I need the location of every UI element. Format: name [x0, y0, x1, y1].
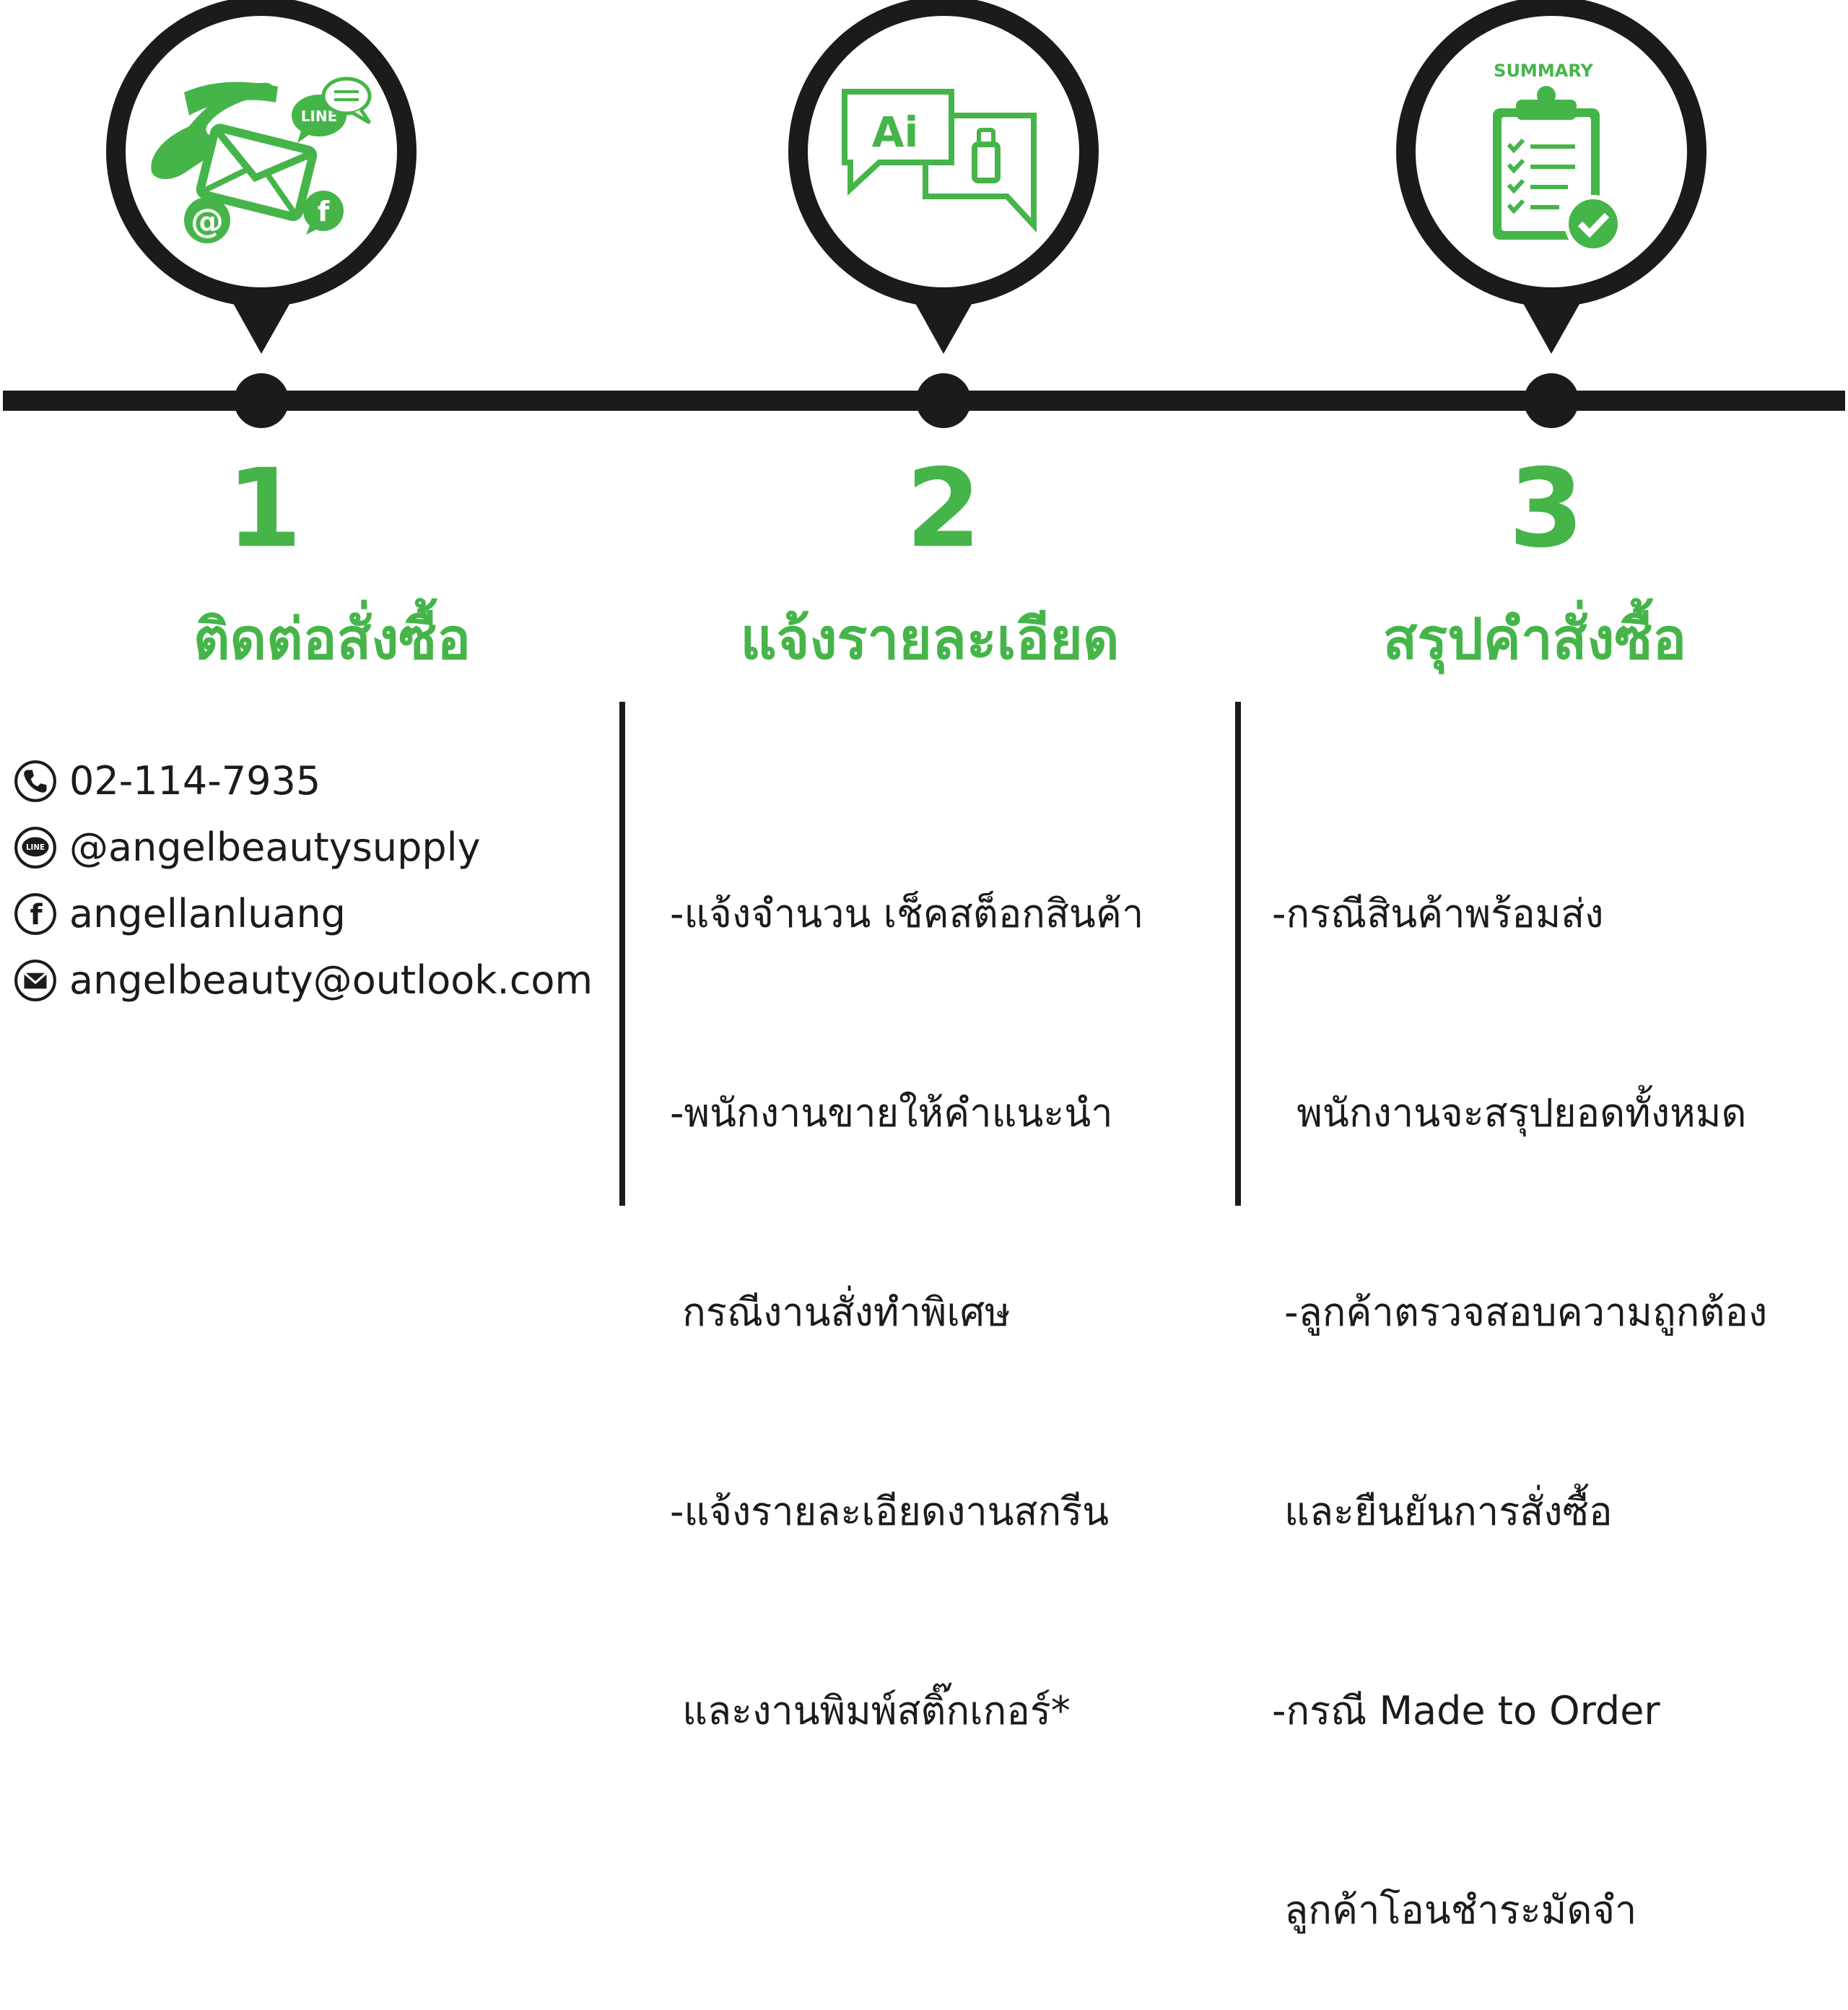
step-title-1: ติดต่อสั่งซื้อ: [193, 607, 471, 672]
svg-text:LINE: LINE: [26, 843, 45, 852]
step3-details: -กรณีสินค้าพร้อมส่ง พนักงานจะสรุปยอดทั้ง…: [1272, 748, 1767, 2010]
timeline-dot-1: [234, 373, 289, 428]
step2-details: -แจ้งจำนวน เช็คสต็อกสินค้า -พนักงานขายให…: [670, 748, 1143, 1811]
timeline-dot-2: [916, 373, 971, 428]
summary-clipboard-icon: SUMMARY: [1493, 61, 1622, 253]
step3-detail-line: -กรณีสินค้าพร้อมส่ง: [1272, 891, 1604, 936]
contact-phone-text: 02-114-7935: [69, 758, 321, 804]
timeline-dot-3: [1524, 373, 1579, 428]
step-number-1: 1: [226, 446, 302, 572]
column-divider-2: [1235, 702, 1241, 1206]
step3-detail-line: และยืนยันการสั่งซื้อ: [1272, 1489, 1613, 1534]
mail-icon: [14, 960, 56, 1001]
step2-detail-line: -พนักงานขายให้คำแนะนำ: [670, 1090, 1113, 1136]
step3-detail-line: -ลูกค้าตรวจสอบความถูกต้อง: [1272, 1289, 1768, 1335]
contact-line-text: @angelbeautysupply: [69, 825, 481, 870]
step2-detail-line: กรณีงานสั่งทำพิเศษ: [670, 1289, 1011, 1335]
email-at-label: @: [191, 201, 224, 240]
design-chat-icon: [842, 89, 1037, 233]
contact-phone[interactable]: 02-114-7935: [13, 748, 593, 814]
step2-detail-line: และงานพิมพ์สติ๊กเกอร์*: [670, 1688, 1071, 1733]
facebook-bubble-label: f: [318, 196, 330, 227]
step-title-3: สรุปคำสั่งซื้อ: [1382, 607, 1687, 672]
step2-detail-line: -แจ้งจำนวน เช็คสต็อกสินค้า: [670, 891, 1144, 936]
step-title-2: แจ้งรายละเอียด: [740, 607, 1120, 672]
phone-icon: [14, 760, 56, 802]
contact-list: 02-114-7935 LINE @angelbeautysupply f an…: [13, 748, 593, 1014]
summary-label: SUMMARY: [1494, 61, 1593, 81]
contact-email-text: angelbeauty@outlook.com: [69, 957, 593, 1003]
svg-text:f: f: [30, 899, 43, 931]
ai-label: Ai: [872, 108, 919, 157]
communication-icon: LINE @ f: [151, 77, 372, 243]
step3-detail-line: พนักงานจะสรุปยอดทั้งหมด: [1272, 1090, 1747, 1136]
line-icon: LINE: [14, 827, 56, 869]
step3-detail-line: ลูกค้าโอนชำระมัดจำ: [1272, 1887, 1637, 1933]
column-divider-1: [619, 702, 625, 1206]
contact-line[interactable]: LINE @angelbeautysupply: [13, 814, 593, 881]
step2-detail-line: -แจ้งรายละเอียดงานสกรีน: [670, 1489, 1110, 1534]
step3-detail-line: -กรณี Made to Order: [1272, 1688, 1660, 1733]
step-number-3: 3: [1508, 446, 1585, 572]
facebook-icon: f: [14, 893, 56, 935]
timeline-graphic: LINE @ f Ai SUMMARY: [3, 0, 1845, 428]
contact-email[interactable]: angelbeauty@outlook.com: [13, 947, 593, 1014]
step-number-2: 2: [905, 446, 982, 572]
contact-facebook[interactable]: f angellanluang: [13, 881, 593, 947]
contact-facebook-text: angellanluang: [69, 891, 346, 936]
